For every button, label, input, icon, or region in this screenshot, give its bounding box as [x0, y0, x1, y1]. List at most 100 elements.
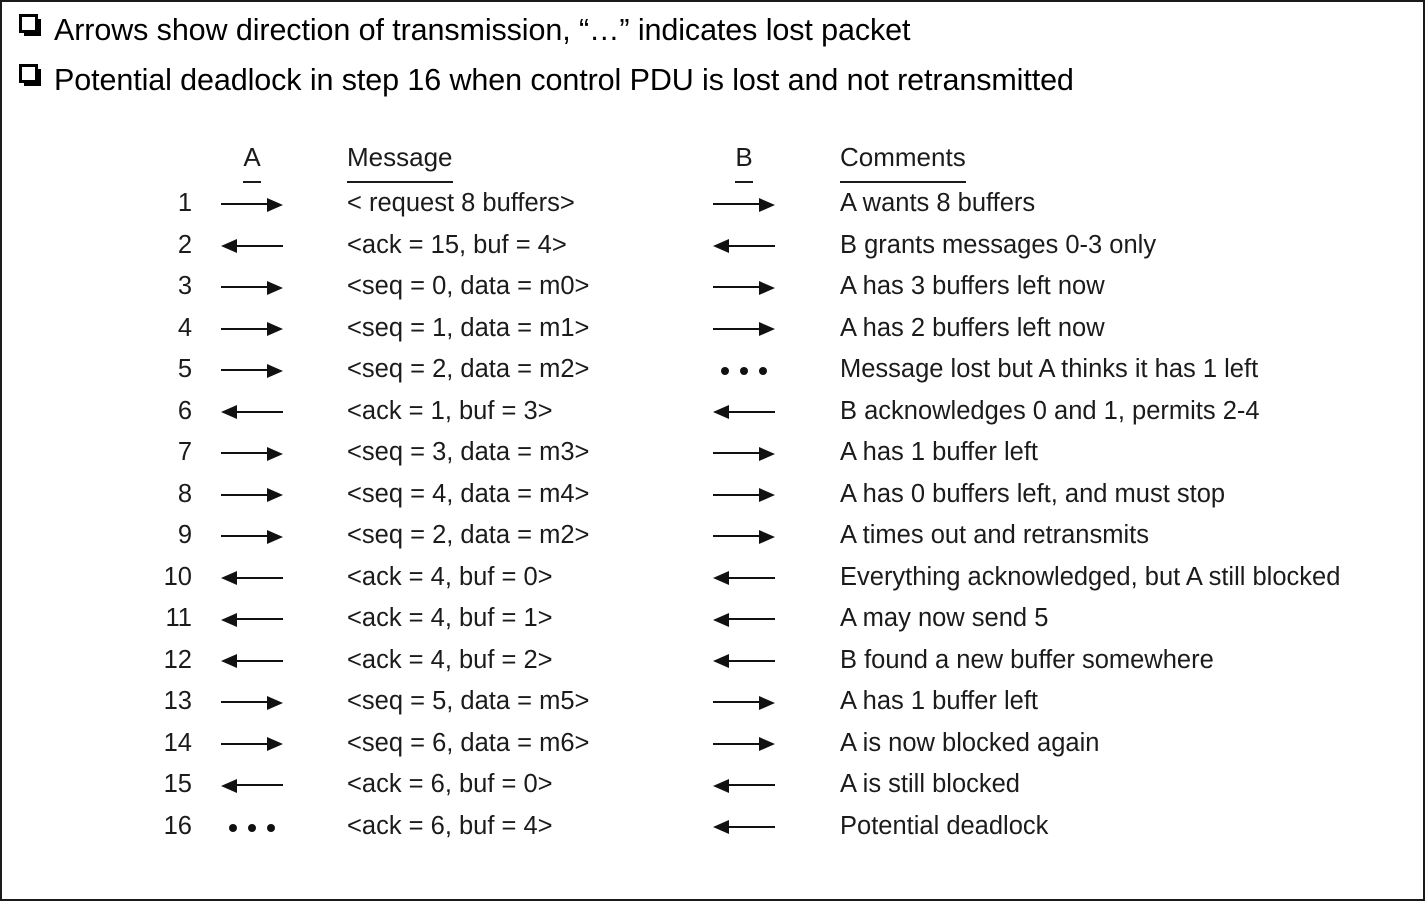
table-row: 16 <ack = 6, buf = 4> Potential deadlock	[2, 811, 1423, 853]
arrow-right-icon	[713, 482, 775, 508]
table-row: 8<seq = 4, data = m4>A has 0 buffers lef…	[2, 479, 1423, 521]
cell-b-direction	[690, 728, 798, 758]
arrow-right-icon	[221, 523, 283, 549]
cell-b-direction	[690, 562, 798, 592]
arrow-right-icon	[713, 316, 775, 342]
row-number: 16	[163, 811, 192, 840]
cell-message: <seq = 2, data = m2>	[347, 355, 590, 383]
row-number: 1	[177, 189, 192, 217]
cell-a-direction	[198, 603, 306, 633]
cell-b-direction	[690, 769, 798, 799]
arrow-right-icon	[713, 440, 775, 466]
arrow-right-icon	[221, 274, 283, 300]
cell-comment: Potential deadlock	[840, 811, 1049, 840]
table-row: 5<seq = 2, data = m2>Message lost but A …	[2, 354, 1423, 396]
table-row: 1 < request 8 buffers> A wants 8 buffers	[2, 188, 1423, 230]
arrow-left-icon	[221, 772, 283, 798]
cell-a-direction	[198, 313, 306, 343]
cell-a-direction	[198, 437, 306, 467]
header-a: A	[198, 142, 306, 183]
table-row: 12<ack = 4, buf = 2>B found a new buffer…	[2, 645, 1423, 687]
cell-a-direction	[198, 354, 306, 384]
arrow-left-icon	[713, 772, 775, 798]
cell-comment: A is now blocked again	[840, 728, 1100, 757]
cell-a-direction	[198, 230, 306, 260]
cell-b-direction	[690, 396, 798, 426]
arrow-left-icon	[221, 399, 283, 425]
row-number: 13	[163, 687, 192, 715]
table-row: 3<seq = 0, data = m0>A has 3 buffers lef…	[2, 271, 1423, 313]
arrow-left-icon	[713, 814, 775, 840]
cell-b-direction	[690, 230, 798, 260]
table-row: 4<seq = 1, data = m1>A has 2 buffers lef…	[2, 313, 1423, 355]
bullet-item: Arrows show direction of transmission, “…	[2, 8, 1422, 58]
row-number: 2	[177, 230, 192, 259]
cell-comment: B grants messages 0-3 only	[840, 230, 1157, 259]
table-row: 7 <seq = 3, data = m3> A has 1 buffer left	[2, 437, 1423, 479]
arrow-right-icon	[221, 482, 283, 508]
arrow-left-icon	[713, 233, 775, 259]
row-number: 4	[177, 313, 192, 342]
square-bullet-icon	[2, 58, 54, 83]
cell-message: <ack = 4, buf = 0>	[347, 562, 553, 591]
cell-a-direction	[198, 728, 306, 758]
row-number: 7	[177, 438, 192, 466]
bullet-text: Arrows show direction of transmission, “…	[54, 13, 911, 47]
cell-comment: A has 1 buffer left	[840, 687, 1038, 715]
arrow-right-icon	[221, 689, 283, 715]
cell-b-direction	[690, 271, 798, 301]
cell-message: <seq = 0, data = m0>	[347, 272, 590, 300]
cell-comment: A may now send 5	[840, 604, 1049, 632]
lost-packet-dots-icon	[713, 357, 775, 383]
arrow-left-icon	[713, 606, 775, 632]
table-row: 15<ack = 6, buf = 0>A is still blocked	[2, 769, 1423, 811]
cell-b-direction	[690, 520, 798, 550]
cell-a-direction	[198, 562, 306, 592]
arrow-left-icon	[713, 399, 775, 425]
arrow-right-icon	[713, 191, 775, 217]
cell-b-direction	[690, 645, 798, 675]
cell-b-direction	[690, 313, 798, 343]
cell-b-direction	[690, 603, 798, 633]
cell-comment: A has 1 buffer left	[840, 438, 1038, 466]
cell-b-direction	[690, 354, 798, 384]
cell-message: <ack = 4, buf = 2>	[347, 645, 553, 674]
cell-message: < request 8 buffers>	[347, 189, 575, 217]
cell-comment: A wants 8 buffers	[840, 189, 1036, 217]
square-glyph	[18, 64, 38, 83]
cell-comment: Message lost but A thinks it has 1 left	[840, 355, 1259, 383]
arrow-right-icon	[221, 316, 283, 342]
cell-b-direction	[690, 686, 798, 716]
cell-b-direction	[690, 188, 798, 218]
cell-a-direction	[198, 645, 306, 675]
cell-b-direction	[690, 811, 798, 841]
arrow-left-icon	[221, 565, 283, 591]
cell-a-direction	[198, 686, 306, 716]
cell-comment: A has 3 buffers left now	[840, 272, 1105, 300]
arrow-left-icon	[221, 606, 283, 632]
lost-packet-dots-icon	[221, 814, 283, 840]
table-row: 14<seq = 6, data = m6>A is now blocked a…	[2, 728, 1423, 770]
cell-comment: B acknowledges 0 and 1, permits 2-4	[840, 396, 1260, 425]
cell-message: <seq = 3, data = m3>	[347, 438, 590, 466]
cell-message: <ack = 6, buf = 4>	[347, 811, 553, 840]
cell-message: <ack = 1, buf = 3>	[347, 396, 553, 425]
cell-a-direction	[198, 396, 306, 426]
header-comments: Comments	[840, 142, 966, 183]
square-glyph	[18, 14, 38, 33]
table-row: 10<ack = 4, buf = 0>Everything acknowled…	[2, 562, 1423, 604]
arrow-right-icon	[221, 440, 283, 466]
table-header-row: A Message B Comments	[2, 142, 1423, 188]
cell-message: <ack = 4, buf = 1>	[347, 604, 553, 632]
row-number: 8	[177, 479, 192, 508]
protocol-trace-table: A Message B Comments 1 < request 8 buffer…	[2, 142, 1423, 853]
cell-message: <seq = 6, data = m6>	[347, 728, 590, 757]
arrow-right-icon	[713, 689, 775, 715]
cell-message: <seq = 1, data = m1>	[347, 313, 590, 342]
cell-message: <seq = 5, data = m5>	[347, 687, 590, 715]
cell-a-direction	[198, 188, 306, 218]
cell-comment: A times out and retransmits	[840, 521, 1149, 549]
table-row: 9<seq = 2, data = m2>A times out and ret…	[2, 520, 1423, 562]
table-row: 13 <seq = 5, data = m5> A has 1 buffer lef…	[2, 686, 1423, 728]
